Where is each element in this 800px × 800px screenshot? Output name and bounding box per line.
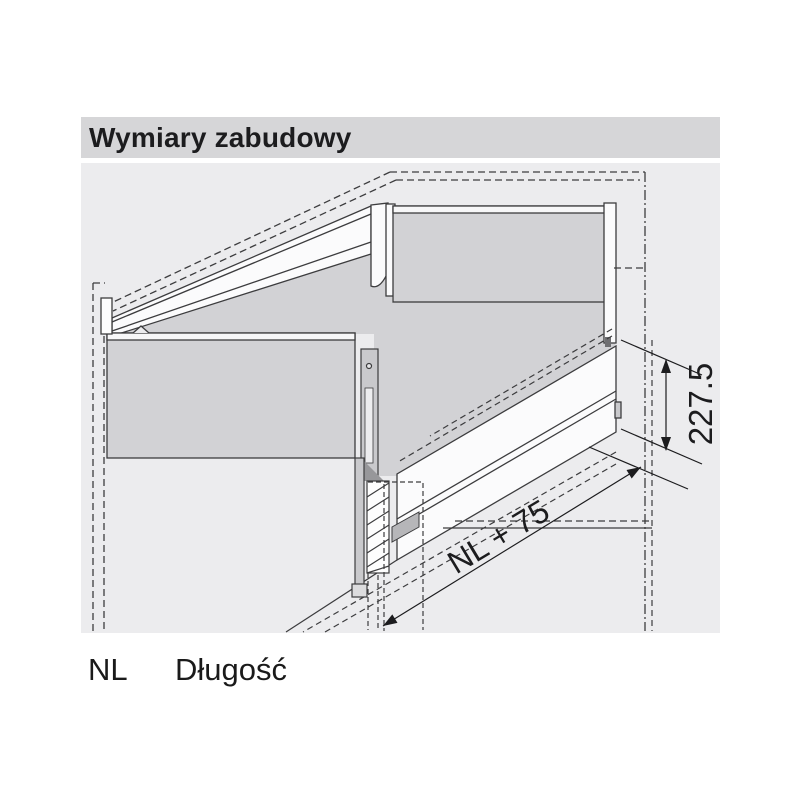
legend-symbol: NL (88, 652, 128, 687)
page-title: Wymiary zabudowy (89, 121, 352, 153)
arrowhead-upright-icon (626, 467, 641, 479)
right-drawer-side-rail (396, 344, 622, 562)
hatched-post-dashed-box (367, 481, 424, 631)
installation-dimensions-diagram: 227.5 NL + 75 (81, 163, 720, 633)
hatched-section-post (366, 480, 390, 574)
dimension-height-label: 227.5 (682, 363, 719, 446)
section-title-bar: Wymiary zabudowy (81, 117, 720, 158)
right-drawer-back-panel (385, 203, 606, 303)
arrowhead-up-icon (661, 359, 671, 373)
technical-drawing: 227.5 NL + 75 (81, 163, 720, 633)
legend-description: Długość (175, 652, 287, 687)
hidden-edges-lower (302, 451, 617, 633)
hidden-edges-upper (397, 328, 613, 463)
rail-slot (391, 511, 420, 543)
arrowhead-downleft-icon (383, 614, 398, 626)
bracket-foot-wedge (361, 458, 384, 481)
arrowhead-down-icon (661, 437, 671, 451)
cabinet-dashed-outline (92, 171, 650, 631)
left-pilaster (100, 297, 113, 335)
right-drawer-rail-end (603, 202, 617, 347)
legend: NL Długość (88, 652, 287, 688)
left-drawer-front-panel (106, 325, 356, 459)
dimension-length-line (382, 466, 642, 627)
lower-gray-post (351, 457, 368, 598)
